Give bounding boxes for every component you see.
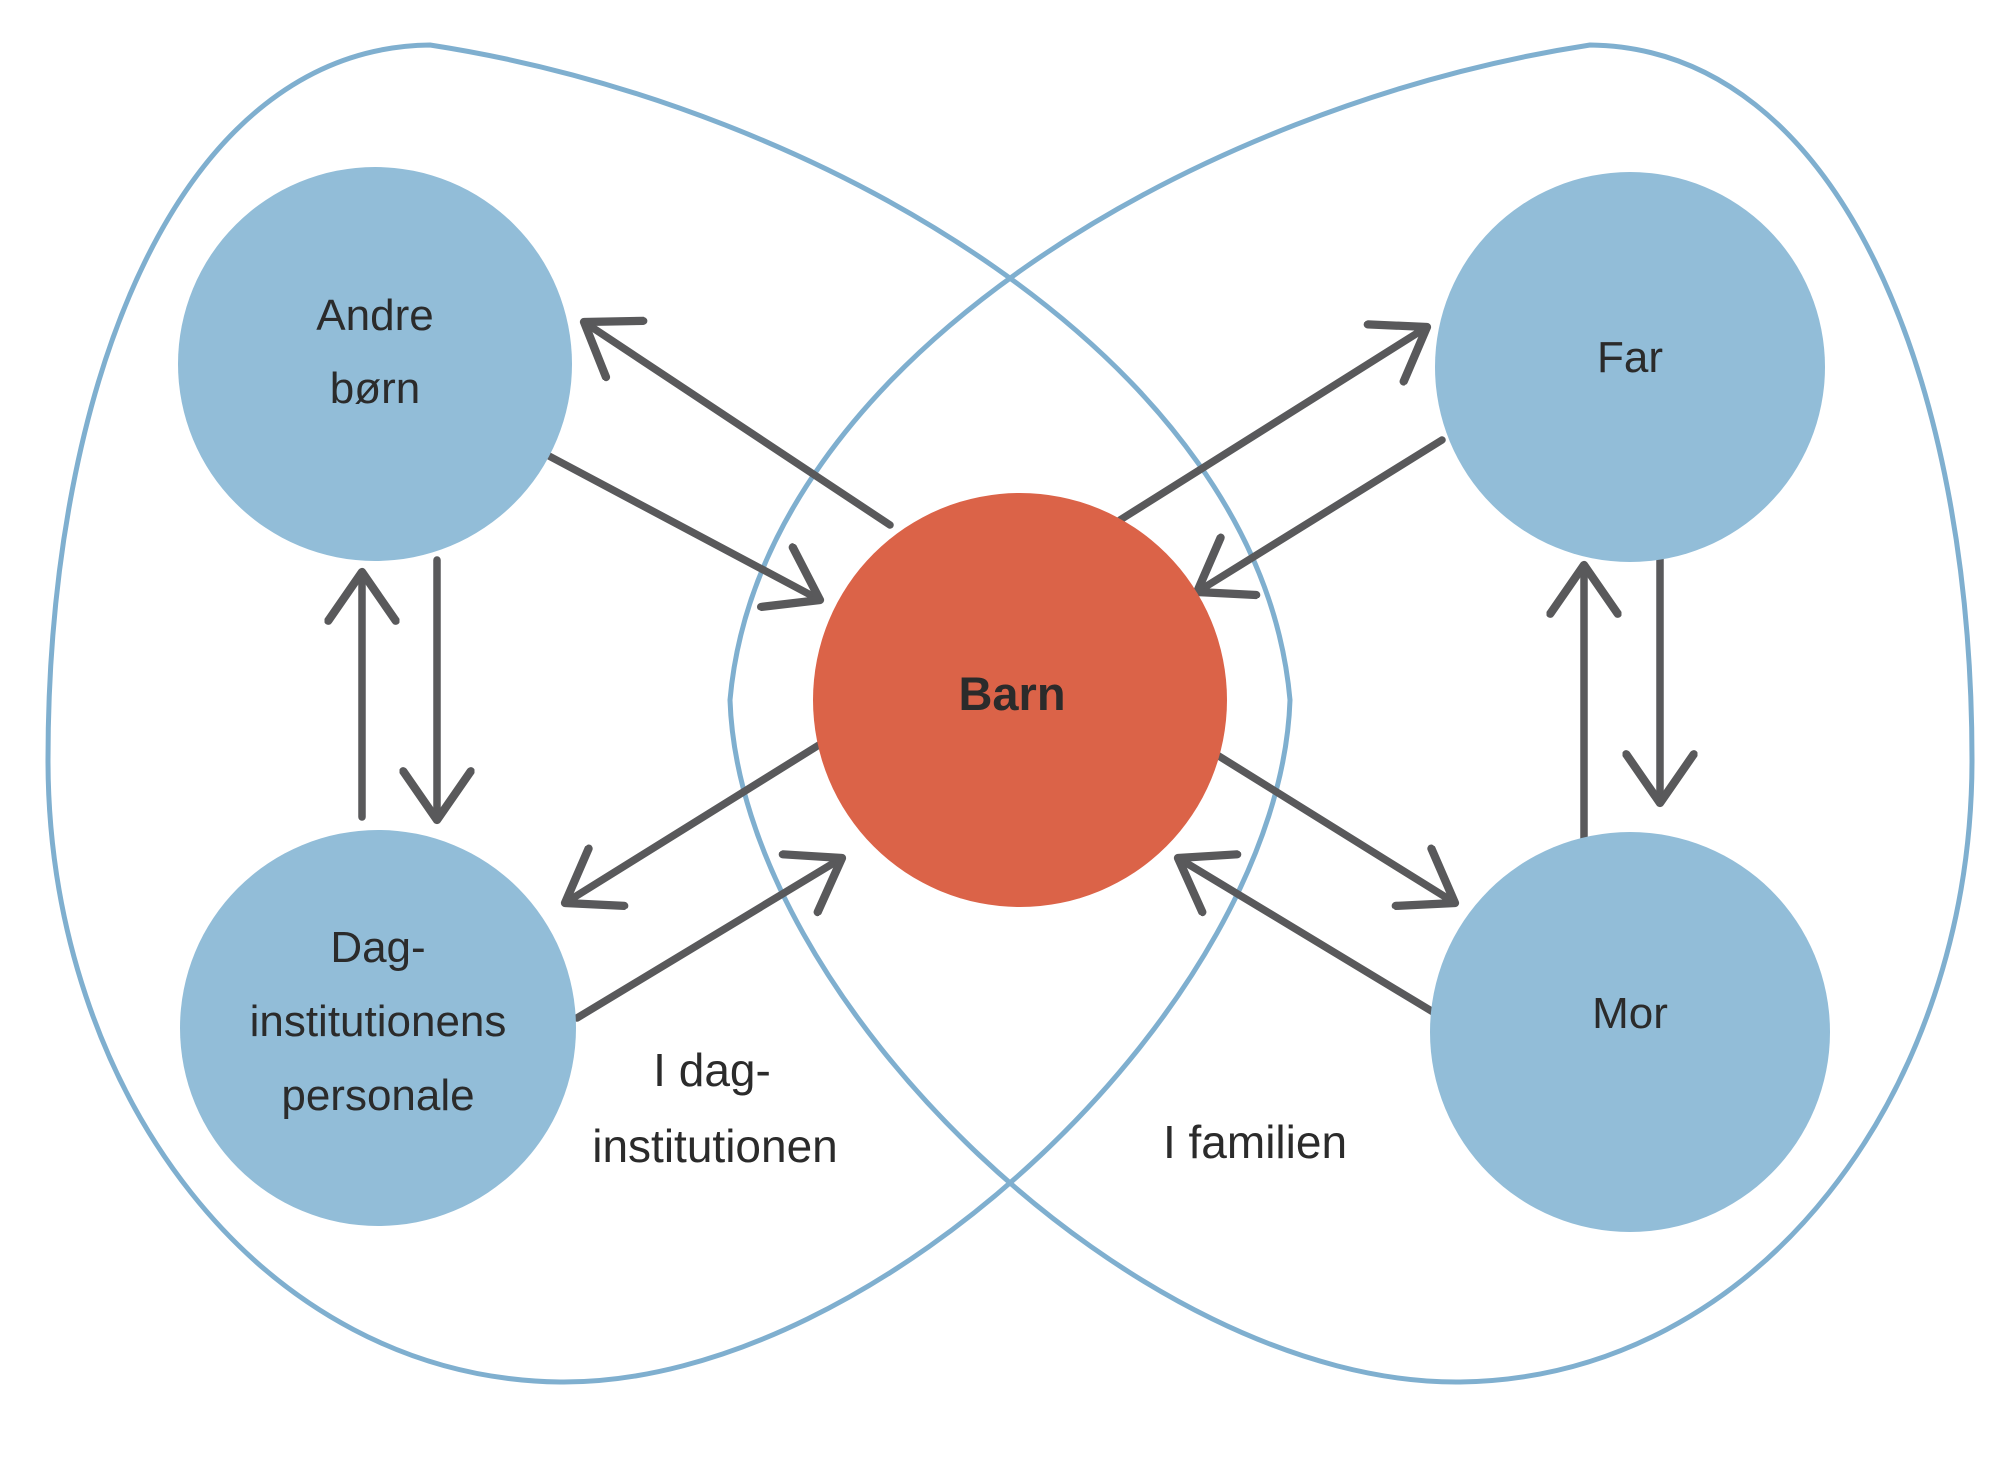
node-andre-born	[178, 167, 572, 561]
daycare-region-outline	[45, 42, 1293, 1385]
arrow-barn-to-mor	[1181, 731, 1455, 903]
arrow-barn-to-far	[1116, 327, 1427, 524]
dagpersonale-label-line2: institutionens	[250, 997, 507, 1046]
andre-born-label-line1: Andre	[316, 291, 433, 340]
node-barn	[813, 493, 1227, 907]
far-label: Far	[1597, 333, 1663, 382]
node-far	[1435, 172, 1825, 562]
arrow-mor-to-barn	[1178, 858, 1447, 1022]
family-region-label: I familien	[1163, 1116, 1347, 1168]
mor-label: Mor	[1592, 989, 1668, 1038]
daycare-region-label-line1: I dag-	[653, 1044, 771, 1096]
arrow-far-to-barn	[1197, 436, 1446, 592]
family-region-outline	[727, 42, 1975, 1385]
node-mor	[1430, 832, 1830, 1232]
arrow-barn-to-dagpersonale	[565, 731, 839, 903]
andre-born-label-line2: børn	[330, 364, 420, 413]
arrow-barn-to-andre-born	[584, 322, 894, 529]
dagpersonale-label-line3: personale	[281, 1071, 474, 1120]
node-dagpersonale	[180, 830, 576, 1226]
barn-label: Barn	[958, 667, 1065, 720]
dagpersonale-label-line1: Dag-	[330, 923, 425, 972]
daycare-region-label-line2: institutionen	[592, 1120, 838, 1172]
arrow-dagpersonale-to-barn	[573, 858, 842, 1022]
arrow-andre-born-to-barn	[545, 452, 820, 600]
